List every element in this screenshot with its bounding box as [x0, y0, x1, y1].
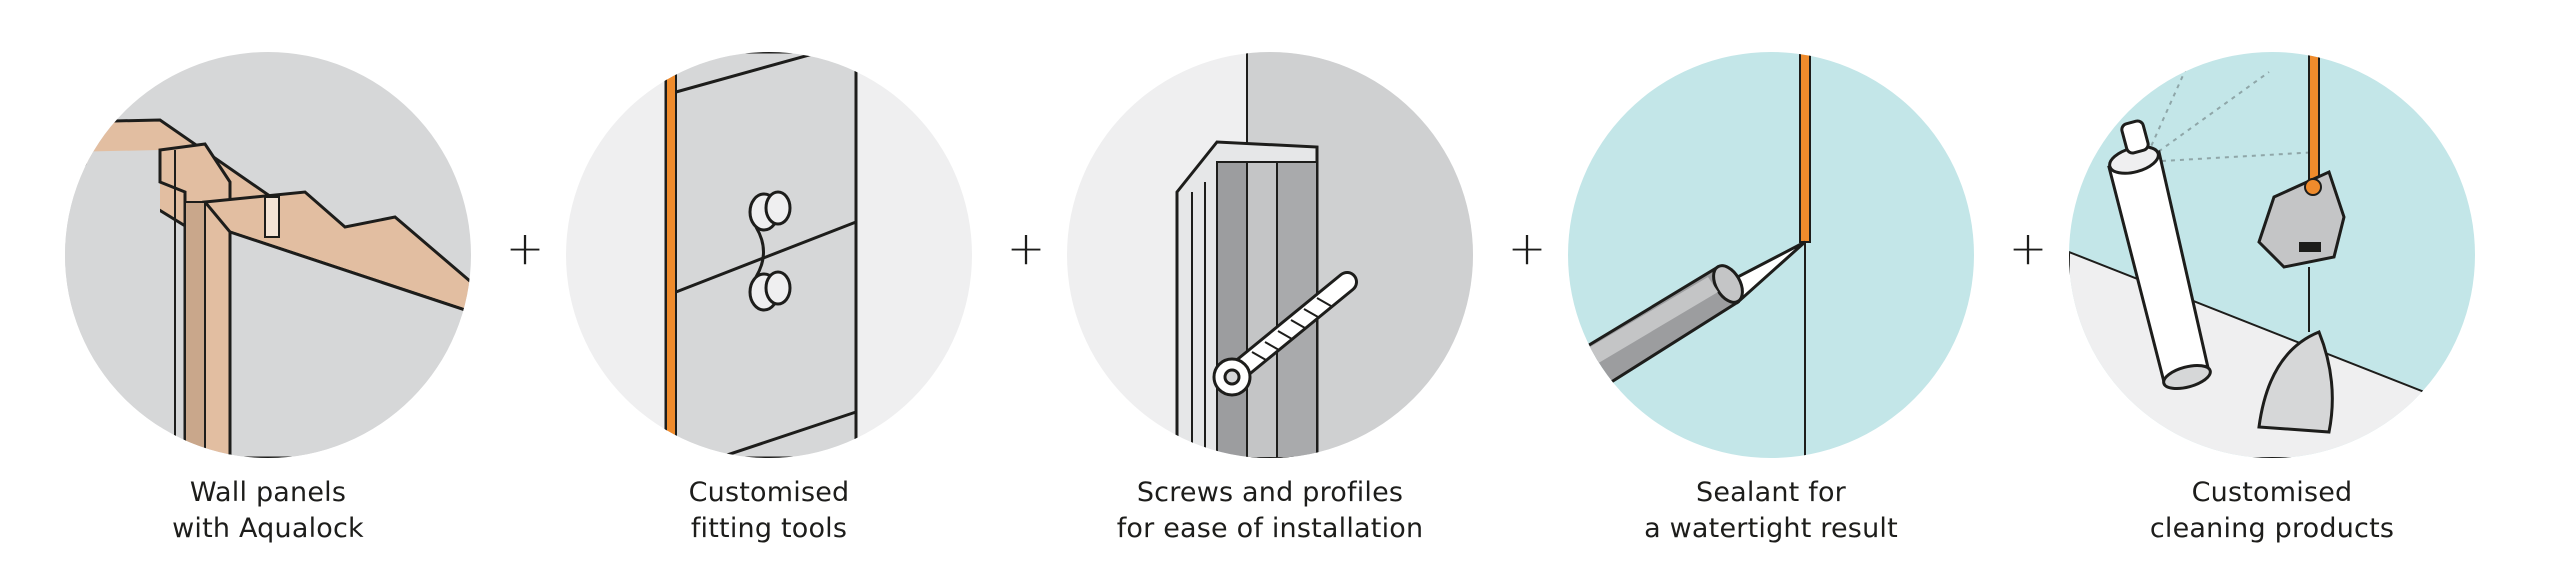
step-caption: Customised fitting tools	[559, 475, 979, 547]
caption-line-2: for ease of installation	[1116, 513, 1424, 544]
step-cleaning-products: Customised cleaning products	[2062, 52, 2482, 544]
step-caption: Wall panels with Aqualock	[58, 475, 478, 547]
cleaning-spray-scraper-icon	[2069, 52, 2475, 458]
sealant-gun-icon	[1568, 52, 1974, 458]
step-sealant: Sealant for a watertight result	[1561, 52, 1981, 544]
plus-separator: +	[1006, 221, 1046, 275]
screw-profile-icon	[1067, 52, 1473, 458]
step-caption: Sealant for a watertight result	[1561, 475, 1981, 547]
plus-separator: +	[505, 221, 545, 275]
caption-line-1: Sealant for	[1696, 477, 1846, 508]
plus-separator: +	[1507, 221, 1547, 275]
caption-line-1: Screws and profiles	[1136, 477, 1404, 508]
caption-line-2: a watertight result	[1644, 513, 1898, 544]
caption-line-2: cleaning products	[2149, 513, 2395, 544]
step-fitting-tools: Customised fitting tools	[559, 52, 979, 544]
caption-line-2: fitting tools	[690, 513, 848, 544]
plus-separator: +	[2008, 221, 2048, 275]
step-screws-profiles: Screws and profiles for ease of installa…	[1060, 52, 1480, 544]
wall-panel-aqualock-icon	[65, 52, 471, 458]
caption-line-1: Customised	[2191, 477, 2353, 508]
step-caption: Customised cleaning products	[2062, 475, 2482, 547]
caption-line-1: Wall panels	[189, 477, 347, 508]
fitting-tool-clip-icon	[566, 52, 972, 458]
caption-line-2: with Aqualock	[172, 513, 364, 544]
step-wall-panels: Wall panels with Aqualock	[58, 52, 478, 544]
caption-line-1: Customised	[688, 477, 850, 508]
step-caption: Screws and profiles for ease of installa…	[1060, 475, 1480, 547]
